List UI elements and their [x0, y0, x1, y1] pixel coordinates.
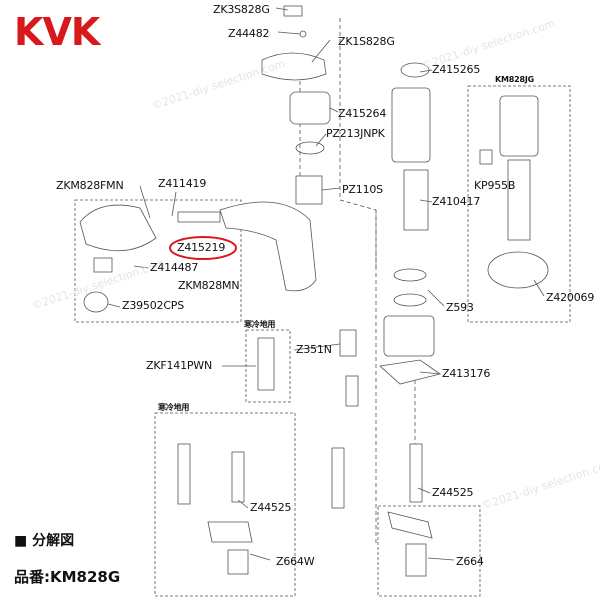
ring-z593-b	[393, 293, 427, 307]
cold-region-box-2	[154, 412, 296, 597]
leader-z664w	[249, 553, 271, 561]
cold-hose-1	[177, 443, 191, 505]
leader-z414487	[133, 265, 149, 269]
aerator-z39502	[83, 291, 109, 313]
label-z44525-right: Z44525	[432, 486, 474, 499]
leader-z351n	[293, 343, 341, 351]
hose-left	[331, 447, 345, 509]
footer-title: ■ 分解図	[14, 533, 75, 549]
cartridge-cap	[289, 91, 331, 125]
leader-z420069	[533, 279, 545, 297]
handle-screw	[299, 30, 307, 38]
label-z413176: Z413176	[442, 367, 491, 380]
label-z415265: Z415265	[432, 63, 481, 76]
leader-z44525-left	[237, 499, 249, 509]
shower-head	[79, 204, 157, 252]
label-z44525-left: Z44525	[250, 501, 292, 514]
cartridge-pz110s	[295, 175, 323, 205]
label-z351n: Z351N	[296, 343, 332, 356]
kp955b-part	[479, 149, 493, 165]
footer-model: 品番:KM828G	[14, 568, 121, 586]
km828jg-group-box	[467, 85, 571, 323]
label-zkm828mn: ZKM828MN	[178, 279, 240, 292]
z351n-spring	[345, 375, 359, 407]
leader-z664	[427, 557, 455, 561]
leader-zk3s828g	[275, 7, 289, 11]
clip-z415265	[400, 62, 430, 78]
z664w-clamp	[207, 521, 253, 543]
brand-logo: KVK	[14, 10, 100, 54]
label-z593: Z593	[446, 301, 474, 314]
handle-lever	[261, 52, 327, 81]
label-z411419: Z411419	[158, 177, 207, 190]
hose-right	[409, 443, 423, 503]
body-base	[383, 315, 435, 357]
zkf141pwn-valve	[257, 337, 275, 391]
label-km828jg: KM828JG	[495, 75, 535, 84]
label-kp955b: KP955B	[474, 179, 516, 192]
inset-shaft	[507, 159, 531, 241]
main-cartridge	[391, 87, 431, 163]
leader-z593	[427, 289, 445, 307]
leader-pz213jnpk	[315, 133, 327, 147]
label-z44482: Z44482	[228, 27, 270, 40]
leader-z411419	[171, 191, 177, 217]
label-z415264: Z415264	[338, 107, 387, 120]
label-zk1s828g: ZK1S828G	[338, 35, 395, 48]
leader-z413176	[419, 371, 441, 375]
leader-zk1s828g	[311, 39, 331, 63]
ring-z593-a	[393, 268, 427, 282]
label-pz213jnpk: PZ213JNPK	[326, 127, 385, 140]
o-ring-pz213	[295, 141, 325, 155]
z664-clamp	[387, 511, 433, 539]
label-z664w: Z664W	[276, 555, 315, 568]
label-z410417: Z410417	[432, 195, 481, 208]
spring-part	[93, 257, 113, 273]
label-pz110s: PZ110S	[342, 183, 383, 196]
leader-z44525-right	[417, 487, 431, 494]
leader-z39502cps	[107, 303, 121, 308]
leader-z415264	[329, 107, 339, 113]
highlight-ring	[169, 236, 237, 260]
z664w-nut	[227, 549, 249, 575]
label-z39502cps: Z39502CPS	[122, 299, 185, 312]
threaded-shaft	[403, 169, 429, 231]
label-cold-region-2: 寒冷地用	[158, 403, 190, 412]
leader-zkm828fmn	[139, 185, 151, 219]
z664-box	[377, 505, 481, 597]
label-zkf141pwn: ZKF141PWN	[146, 359, 213, 372]
leader-z410417	[419, 199, 433, 203]
leader-pz110s	[321, 187, 341, 191]
inset-base-z420069	[487, 251, 549, 289]
label-z415219: Z415219	[177, 241, 226, 254]
label-z664: Z664	[456, 555, 484, 568]
center-line	[339, 18, 377, 270]
spout-group-box	[74, 199, 242, 323]
z664-nut	[405, 543, 427, 577]
handle-cap	[283, 5, 303, 17]
cold-hose-2	[231, 451, 245, 503]
mounting-plate	[379, 359, 441, 385]
inset-cartridge	[499, 95, 539, 157]
label-cold-region-1: 寒冷地用	[244, 320, 276, 329]
spout-body	[219, 201, 317, 292]
label-z420069: Z420069	[546, 291, 595, 304]
leader-z44482	[277, 31, 301, 35]
z351n-fitting	[339, 329, 357, 357]
label-zkm828fmn: ZKM828FMN	[56, 179, 124, 192]
leader-z415265	[419, 69, 433, 73]
label-z414487: Z414487	[150, 261, 199, 274]
label-zk3s828g: ZK3S828G	[213, 3, 270, 16]
spout-hose-connector	[177, 211, 221, 223]
